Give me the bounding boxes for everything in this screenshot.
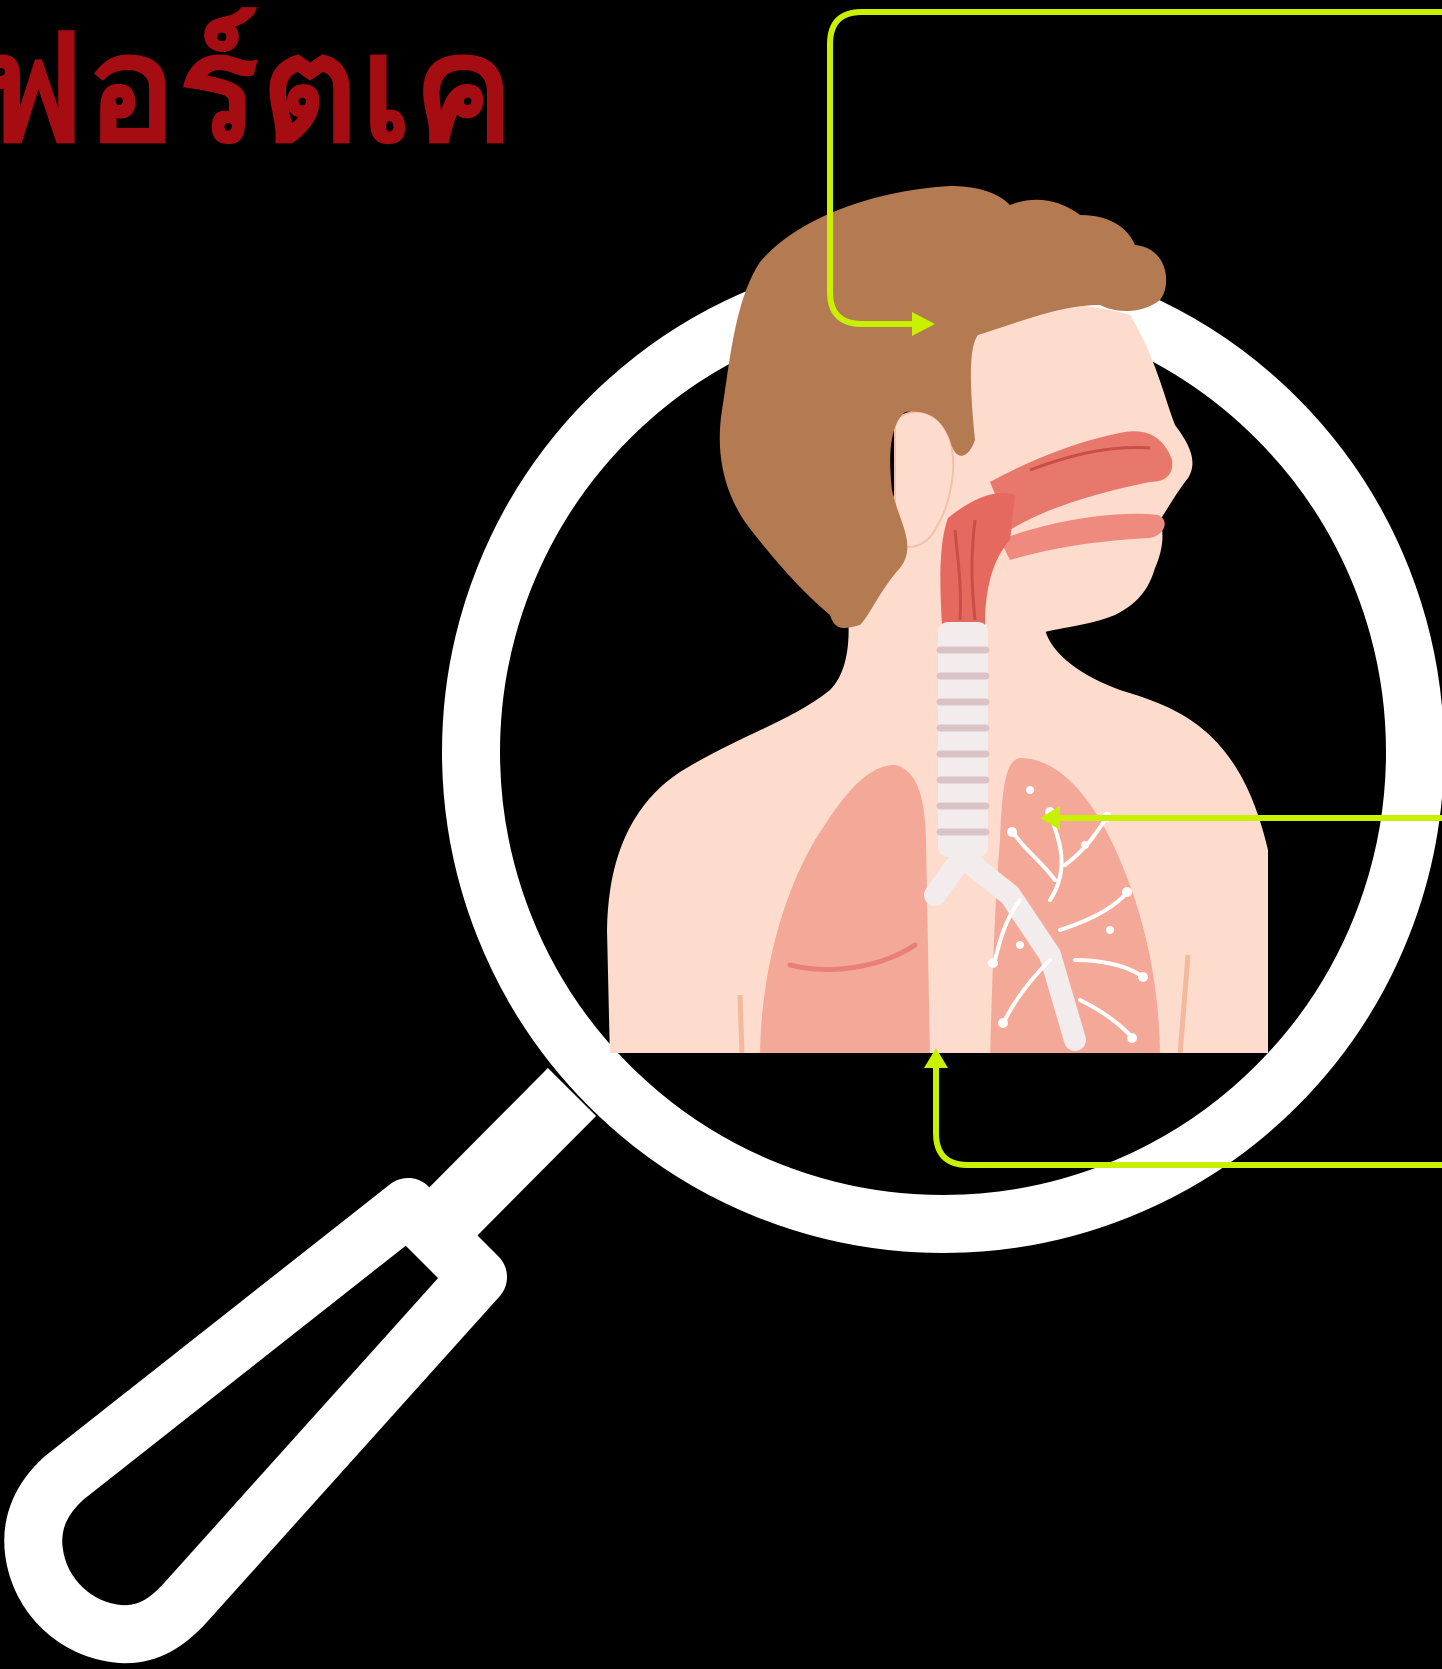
chest-line-left xyxy=(740,995,742,1055)
trachea xyxy=(938,622,988,857)
handle-grip xyxy=(33,1207,478,1634)
